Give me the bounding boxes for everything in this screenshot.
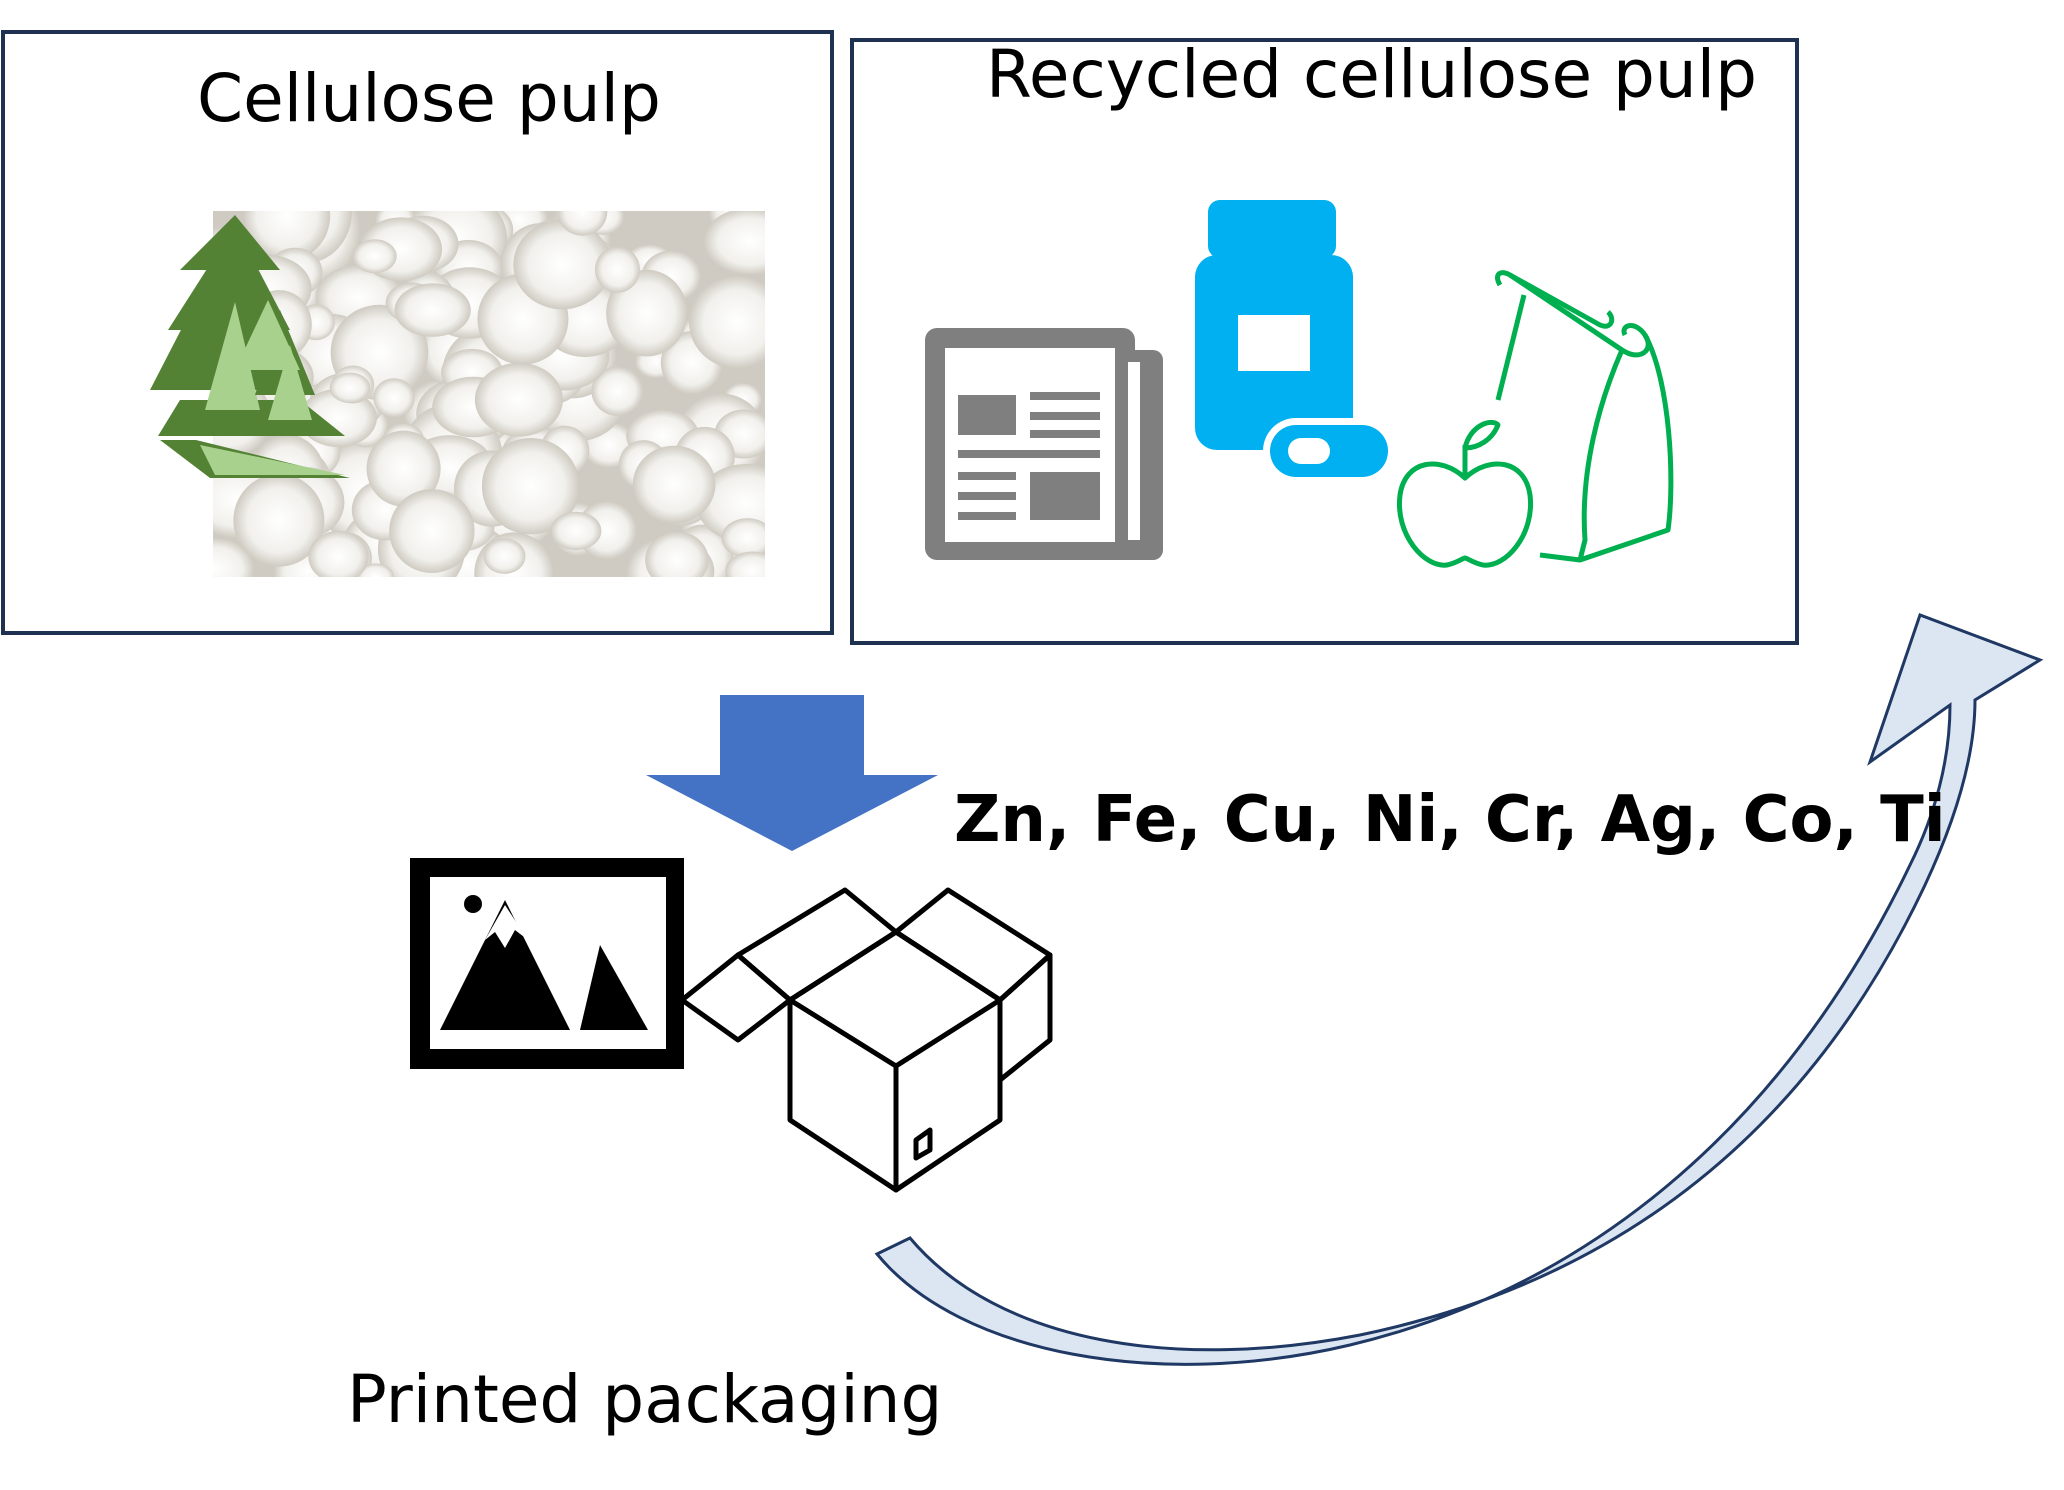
pulp-fiber-blob [352,239,397,274]
printed-packaging-label: Printed packaging [347,1361,943,1438]
pulp-fiber-blob [632,445,716,524]
pulp-fiber-blob [591,366,644,416]
pulp-fiber-blob [550,511,602,551]
virgin-pulp-title: Cellulose pulp [197,60,661,137]
pulp-fiber-blob [366,430,441,507]
pulp-fiber-blob [329,372,371,403]
pulp-fiber-blob [595,246,640,293]
pill-bottle-icon [1195,200,1353,450]
pulp-fiber-blob [725,551,765,577]
tree-icon [150,215,350,478]
pulp-fiber-blob [394,283,471,337]
pulp-fiber-blob [213,537,255,577]
pulp-fiber-blob [606,269,688,357]
food-bag-icon [1495,270,1674,563]
recycled-pulp-title: Recycled cellulose pulp [986,36,1757,113]
pulp-fiber-blob [474,362,563,437]
pulp-fiber-blob [481,438,580,535]
pulp-fiber-blob [483,538,526,574]
pulp-fiber-blob [308,530,369,577]
pulp-fiber-blob [389,489,475,573]
metals-label: Zn, Fe, Cu, Ni, Cr, Ag, Co, Ti [954,783,1946,857]
pulp-fiber-blob [243,211,331,262]
pulp-fiber-blob [689,275,765,369]
apple-icon [1396,419,1534,568]
picture-icon [410,858,684,1069]
virgin-pulp-panel [1,30,834,635]
capsule-icon [1263,418,1395,484]
pulp-fiber-blob [703,211,765,275]
recycle-arrow-icon [874,613,2044,1366]
pulp-fiber-blob [645,531,709,577]
open-box-icon [679,887,1053,1193]
pulp-fiber-blob [233,473,325,567]
pulp-fiber-blob [373,378,415,418]
pulp-fiber-blob [513,219,612,310]
recycled-pulp-panel [850,38,1799,645]
down-arrow-icon [646,695,938,851]
newspaper-icon [925,328,1163,560]
pulp-fiber-blob [557,211,608,236]
pulp-fiber-blob [721,518,765,558]
